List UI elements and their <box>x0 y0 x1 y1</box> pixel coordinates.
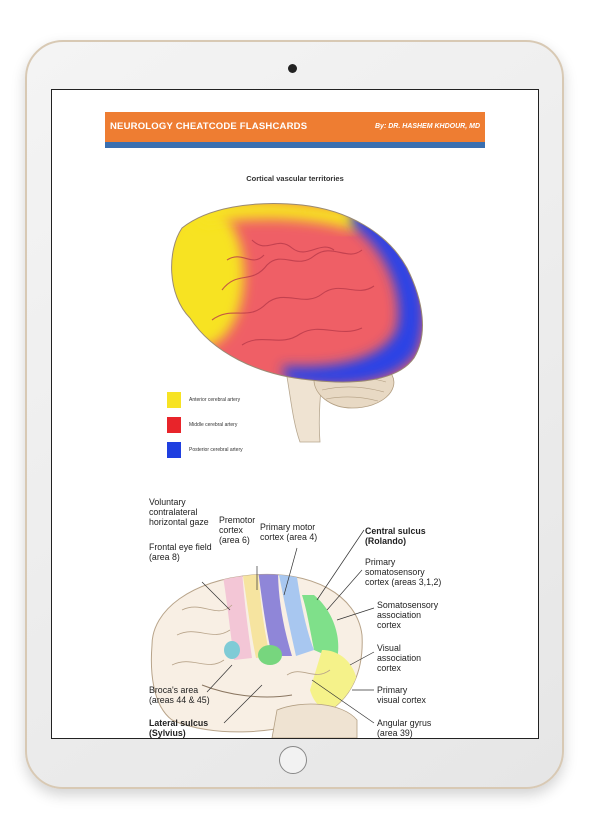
legend-swatch <box>167 417 181 433</box>
label-line: (area 6) <box>219 535 250 545</box>
legend-label: Anterior cerebral artery <box>189 397 241 403</box>
label-line: cortex (area 4) <box>260 532 318 542</box>
label-lateral-sulcus: Lateral sulcus (Sylvius) <box>149 718 208 738</box>
label-line: (area 39) <box>377 728 413 738</box>
label-line: Central sulcus <box>365 526 426 536</box>
label-somatosensory-association: Somatosensory association cortex <box>377 600 438 630</box>
label-line: Somatosensory <box>377 600 439 610</box>
label-line: Voluntary <box>149 497 186 507</box>
camera-icon <box>288 64 297 73</box>
label-line: association <box>377 653 422 663</box>
label-central-sulcus: Central sulcus (Rolando) <box>365 526 426 546</box>
label-line: Primary motor <box>260 522 316 532</box>
label-line: (Rolando) <box>365 536 407 546</box>
label-somatosensory: Primary somatosensory cortex (areas 3,1,… <box>365 557 441 587</box>
label-line: Visual <box>377 643 401 653</box>
label-line: horizontal gaze <box>149 517 209 527</box>
functional-brain-illustration <box>150 529 375 738</box>
label-line: visual cortex <box>377 695 426 705</box>
home-button[interactable] <box>279 746 307 774</box>
legend-label: Middle cerebral artery <box>189 422 238 428</box>
legend-swatch <box>167 442 181 458</box>
label-line: Premotor <box>219 515 256 525</box>
label-line: association <box>377 610 422 620</box>
header-strip <box>105 142 485 148</box>
label-line: cortex <box>377 663 401 673</box>
header-title: NEUROLOGY CHEATCODE FLASHCARDS <box>110 121 308 132</box>
legend-label: Posterior cerebral artery <box>189 447 243 453</box>
label-line: (area 8) <box>149 552 180 562</box>
label-line: cortex <box>219 525 243 535</box>
label-line: cortex (areas 3,1,2) <box>365 577 442 587</box>
figure-title: Cortical vascular territories <box>246 174 344 183</box>
label-frontal-eye-field: Frontal eye field (area 8) <box>149 542 212 562</box>
label-broca: Broca's area (areas 44 & 45) <box>149 685 210 705</box>
label-angular-gyrus: Angular gyrus (area 39) <box>377 718 431 738</box>
label-line: Angular gyrus <box>377 718 432 728</box>
label-line: Broca's area <box>149 685 199 695</box>
label-premotor: Premotor cortex (area 6) <box>219 515 255 545</box>
vascular-brain-illustration <box>171 203 423 443</box>
label-line: cortex <box>377 620 401 630</box>
label-line: contralateral <box>149 507 198 517</box>
document-screen[interactable]: NEUROLOGY CHEATCODE FLASHCARDS By: DR. H… <box>51 89 539 739</box>
label-line: somatosensory <box>365 567 425 577</box>
label-line: Primary <box>365 557 396 567</box>
header-author: By: DR. HASHEM KHDOUR, MD <box>375 123 480 130</box>
header-banner: NEUROLOGY CHEATCODE FLASHCARDS By: DR. H… <box>105 112 485 142</box>
label-line: Lateral sulcus <box>149 718 209 728</box>
legend-swatch <box>167 392 181 408</box>
label-line: Frontal eye field <box>149 542 212 552</box>
label-visual-association: Visual association cortex <box>377 643 421 673</box>
label-line: (areas 44 & 45) <box>149 695 210 705</box>
label-primary-motor: Primary motor cortex (area 4) <box>260 522 317 542</box>
label-gaze: Voluntary contralateral horizontal gaze <box>149 497 209 527</box>
label-line: (Sylvius) <box>149 728 186 738</box>
label-primary-visual: Primary visual cortex <box>377 685 426 705</box>
label-line: Primary <box>377 685 408 695</box>
